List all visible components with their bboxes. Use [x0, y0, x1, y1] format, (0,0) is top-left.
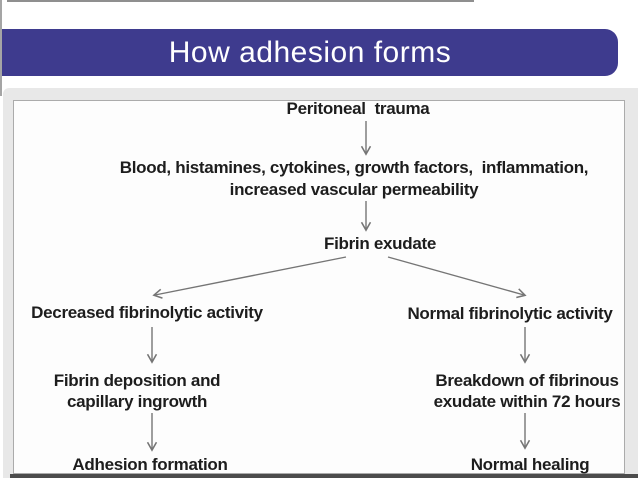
slide-title: How adhesion forms [168, 35, 452, 69]
node-decreased-fibrinolytic: Decreased fibrinolytic activity [31, 303, 263, 322]
slide-title-banner: How adhesion forms [2, 29, 618, 76]
node-normal-fibrinolytic: Normal fibrinolytic activity [407, 304, 613, 323]
node-fibrin-deposition: Fibrin deposition and capillary ingrowth [53, 371, 221, 411]
node-fibrinous-breakdown: Breakdown of fibrinous exudate within 72… [433, 371, 621, 411]
node-adhesion-formation: Adhesion formation [72, 455, 228, 474]
node-fibrin-exudate: Fibrin exudate [324, 234, 436, 253]
node-normal-healing: Normal healing [470, 455, 590, 474]
bottom-edge-bar [10, 474, 638, 478]
node-peritoneal-trauma: Peritoneal trauma [286, 99, 430, 118]
top-edge-hairline [7, 0, 474, 2]
left-edge-hairline [0, 0, 2, 96]
node-inflammatory-mediators: Blood, histamines, cytokines, growth fac… [119, 158, 589, 199]
